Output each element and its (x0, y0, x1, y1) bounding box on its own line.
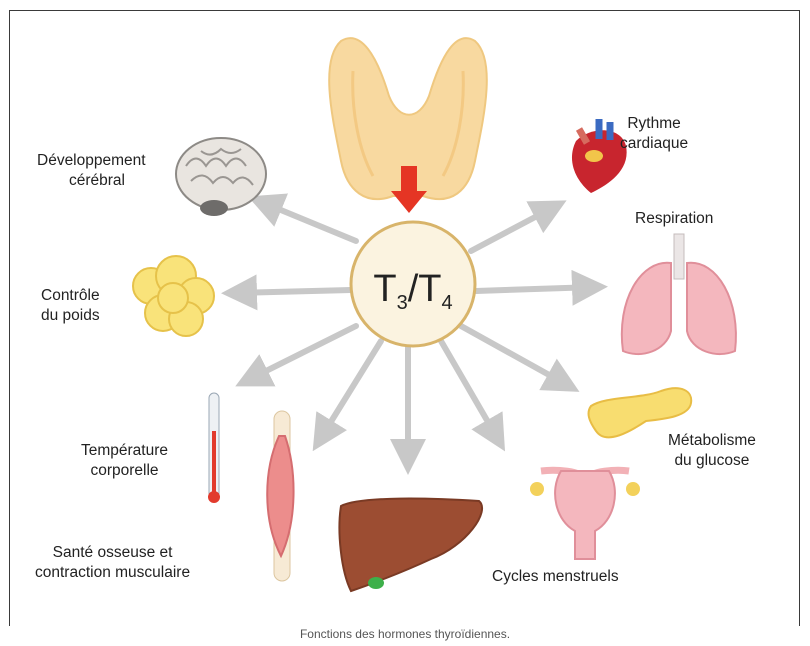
fat-cells-icon (133, 256, 214, 336)
arrow-to-brain (259, 201, 356, 241)
arrow-to-lungs (476, 287, 596, 291)
heart-icon (572, 119, 627, 193)
liver-icon (339, 499, 482, 591)
arrow-to-heart (471, 206, 556, 251)
arrow-to-fat (233, 290, 351, 293)
arrow-to-muscle (319, 341, 381, 441)
caption: Fonctions des hormones thyroïdiennes. (0, 627, 810, 641)
label-heart: Rythme cardiaque (620, 114, 688, 154)
hormone-t3: T (373, 268, 396, 310)
label-muscle: Santé osseuse et contraction musculaire (35, 543, 190, 583)
brain-icon (176, 138, 266, 216)
arrow-to-uterus (441, 341, 499, 441)
label-brain: Développement cérébral (37, 151, 146, 191)
hormone-t4-sub: 4 (442, 292, 453, 314)
label-thermometer: Température corporelle (81, 441, 168, 481)
arrow-to-thermometer (246, 326, 356, 381)
svg-text:T3/T4: T3/T4 (373, 268, 452, 314)
arrow-to-pancreas (461, 326, 569, 386)
label-lungs: Respiration (635, 209, 713, 229)
thermometer-icon (208, 393, 220, 503)
label-pancreas: Métabolisme du glucose (668, 431, 756, 471)
pancreas-icon (589, 388, 692, 437)
diagram-frame: T3/T4 (9, 10, 800, 626)
uterus-icon (530, 470, 640, 559)
label-fat: Contrôle du poids (41, 286, 100, 326)
hormone-t3-sub: 3 (397, 292, 408, 314)
muscle-bone-icon (267, 411, 293, 581)
label-uterus: Cycles menstruels (492, 567, 619, 587)
lungs-icon (622, 234, 736, 354)
thyroid-functions-diagram: T3/T4 (10, 11, 800, 626)
hormone-separator: / (408, 268, 419, 310)
hormone-t4: T (418, 268, 441, 310)
hormone-hub: T3/T4 (351, 222, 475, 346)
